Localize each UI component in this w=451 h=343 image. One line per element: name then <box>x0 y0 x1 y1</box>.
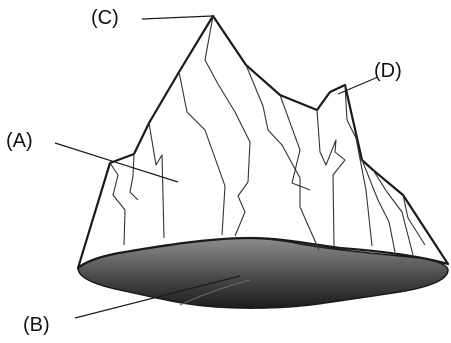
label-b: (B) <box>23 315 50 335</box>
label-a: (A) <box>6 131 33 151</box>
mountain-body-shape <box>78 16 448 268</box>
leader-line-c <box>142 16 212 19</box>
label-d: (D) <box>374 61 402 81</box>
label-c: (C) <box>91 8 119 28</box>
